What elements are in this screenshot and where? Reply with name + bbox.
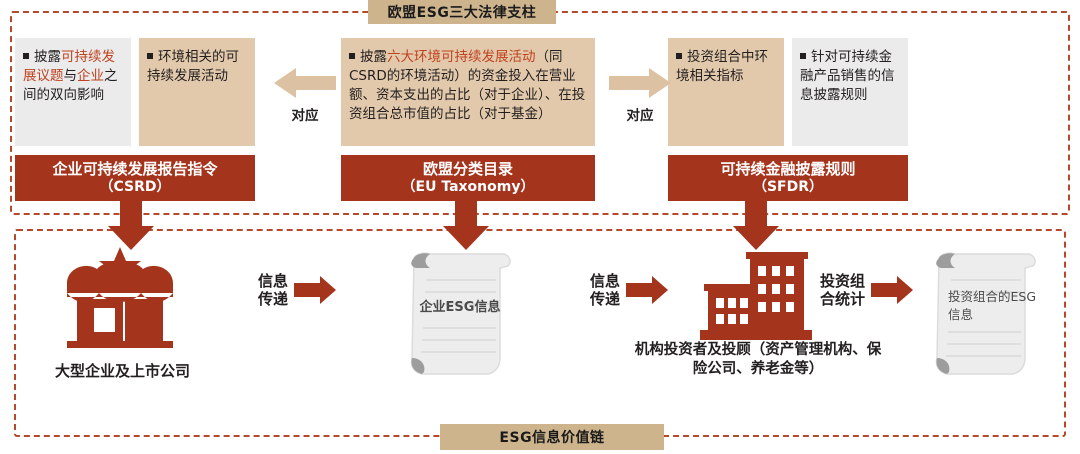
info-box-sfdr-disclosure: 针对可持续金融产品销售的信息披露规则 (792, 38, 908, 146)
pillar-abbr: （SFDR） (752, 178, 824, 195)
arrow-down-csrd-icon (108, 198, 154, 250)
scroll-icon-corporate-esg (400, 246, 515, 378)
pillar-title-eu-taxonomy[interactable]: 欧盟分类目录 （EU Taxonomy） (341, 155, 595, 201)
arrow-down-sfdr-icon (733, 198, 779, 250)
scroll-label-corporate-esg: 企业ESG信息 (419, 300, 501, 315)
arrow-right-icon (609, 66, 671, 100)
correspondence-label: 对应 (291, 108, 319, 124)
pillar-title-sfdr[interactable]: 可持续金融披露规则 （SFDR） (668, 155, 908, 201)
info-box-taxonomy-detail: 披露六大环境可持续发展活动（同CSRD的环境活动）的资金投入在营业额、资本支出的… (341, 38, 595, 146)
arrow-right-icon (294, 275, 337, 305)
node-label-institutional-investors: 机构投资者及投顾（资产管理机构、保险公司、养老金等） (634, 342, 882, 378)
arrow-right-icon (871, 275, 914, 305)
info-box-text: 披露六大环境可持续发展活动（同CSRD的环境活动）的资金投入在营业额、资本支出的… (349, 49, 586, 123)
info-box-text: 披露可持续发展议题与企业之间的双向影响 (23, 49, 118, 104)
arrow-left-icon (274, 66, 336, 100)
flow-label: 信息 传递 (258, 272, 289, 309)
pillar-abbr: （EU Taxonomy） (401, 178, 535, 195)
pillar-name: 欧盟分类目录 (422, 159, 513, 178)
node-label-large-enterprises: 大型企业及上市公司 (54, 362, 190, 380)
info-box-text: 投资组合中环境相关指标 (676, 49, 768, 85)
flow-information-transfer-1: 信息 传递 (258, 272, 378, 309)
arrow-right-icon (626, 275, 669, 305)
correspondence-label: 对应 (626, 108, 654, 124)
correspondence-left: 对应 (266, 66, 344, 124)
bullet-icon (800, 53, 806, 59)
bullet-icon (676, 53, 682, 59)
scroll-icon-portfolio-esg (925, 246, 1040, 378)
flow-portfolio-aggregation: 投资组 合统计 (820, 272, 940, 309)
flow-label: 投资组 合统计 (820, 272, 866, 309)
scroll-label-portfolio-esg: 投资组合的ESG信息 (948, 289, 1037, 322)
pillar-title-csrd[interactable]: 企业可持续发展报告指令 （CSRD） (15, 155, 255, 201)
bullet-icon (23, 53, 29, 59)
building-icon (700, 252, 812, 344)
pillar-name: 可持续金融披露规则 (720, 159, 856, 178)
pillar-name: 企业可持续发展报告指令 (52, 159, 218, 178)
bottom-banner-title: ESG信息价值链 (440, 424, 664, 450)
info-box-sfdr-indicators: 投资组合中环境相关指标 (668, 38, 784, 146)
info-box-csrd-activities: 环境相关的可持续发展活动 (139, 38, 255, 146)
bullet-icon (147, 53, 153, 59)
info-box-csrd-scope: 披露可持续发展议题与企业之间的双向影响 (15, 38, 131, 146)
bullet-icon (349, 53, 355, 59)
correspondence-right: 对应 (601, 66, 679, 124)
pillar-abbr: （CSRD） (99, 178, 171, 195)
storefront-icon (55, 247, 185, 352)
arrow-down-taxonomy-icon (443, 198, 489, 250)
info-box-text: 环境相关的可持续发展活动 (147, 49, 239, 85)
info-box-text: 针对可持续金融产品销售的信息披露规则 (800, 49, 895, 104)
top-banner-title: 欧盟ESG三大法律支柱 (368, 0, 556, 24)
flow-information-transfer-2: 信息 传递 (590, 272, 710, 309)
flow-label: 信息 传递 (590, 272, 621, 309)
